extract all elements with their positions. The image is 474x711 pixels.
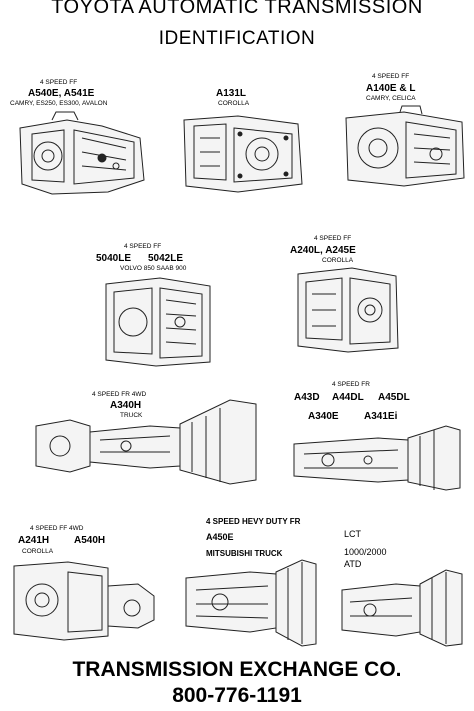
unit-code-label: 5040LE	[96, 253, 132, 264]
unit-code-label: A340H	[110, 400, 142, 411]
page-subtitle: IDENTIFICATION	[158, 28, 316, 49]
transmission-illustration	[340, 104, 468, 190]
unit-code-label: A450E	[206, 532, 234, 542]
transmission-illustration	[30, 396, 260, 486]
unit-vehicle-label: CAMRY, ES250, ES300, AVALON	[10, 100, 108, 107]
unit-type-label: 4 SPEED FF	[314, 235, 352, 242]
transmission-illustration	[288, 424, 464, 492]
unit-type-label: 4 SPEED FR	[332, 381, 370, 388]
transmission-illustration	[8, 556, 158, 644]
unit-vehicle-label: COROLLA	[322, 257, 354, 264]
unit-vehicle-label: MITSUBISHI TRUCK	[206, 549, 283, 558]
unit-type-label: 4 SPEED HEVY DUTY FR	[206, 517, 301, 526]
unit-code-label: A140E & L	[366, 83, 416, 94]
unit-code-label: A45DL	[378, 392, 410, 403]
transmission-illustration	[292, 264, 402, 356]
unit-code-label: ATD	[344, 559, 362, 569]
unit-code-label: A131L	[216, 88, 247, 99]
unit-vehicle-label: TRUCK	[120, 412, 143, 419]
unit-code-label: 1000/2000	[344, 547, 387, 557]
unit-type-label: 4 SPEED FF 4WD	[30, 525, 84, 532]
page-title: TOYOTA AUTOMATIC TRANSMISSION	[51, 0, 423, 18]
unit-type-label: 4 SPEED FF	[372, 73, 410, 80]
transmission-illustration	[180, 556, 320, 648]
unit-type-label: 4 SPEED FR 4WD	[92, 391, 147, 398]
unit-code-label: A241H	[18, 535, 50, 546]
unit-code-label: A340E	[308, 411, 339, 422]
transmission-illustration	[178, 108, 306, 196]
unit-code-label: A341Ei	[364, 411, 398, 422]
phone-number: 800-776-1191	[172, 684, 302, 707]
unit-vehicle-label: VOLVO 850 SAAB 900	[120, 265, 187, 272]
unit-code-label: A43D	[294, 392, 320, 403]
unit-code-label: A540H	[74, 535, 106, 546]
unit-code-label: A44DL	[332, 392, 364, 403]
unit-vehicle-label: COROLLA	[22, 548, 54, 555]
transmission-illustration	[336, 566, 466, 648]
company-name: TRANSMISSION EXCHANGE CO.	[72, 658, 402, 681]
unit-vehicle-label: CAMRY, CELICA	[366, 95, 416, 102]
unit-type-label: LCT	[344, 529, 362, 539]
unit-code-label: A540E, A541E	[28, 88, 95, 99]
unit-code-label: 5042LE	[148, 253, 184, 264]
unit-type-label: 4 SPEED FF	[124, 243, 162, 250]
transmission-illustration	[100, 274, 216, 370]
unit-type-label: 4 SPEED FF	[40, 79, 78, 86]
unit-vehicle-label: COROLLA	[218, 100, 250, 107]
transmission-illustration	[12, 108, 152, 200]
unit-code-label: A240L, A245E	[290, 245, 356, 256]
